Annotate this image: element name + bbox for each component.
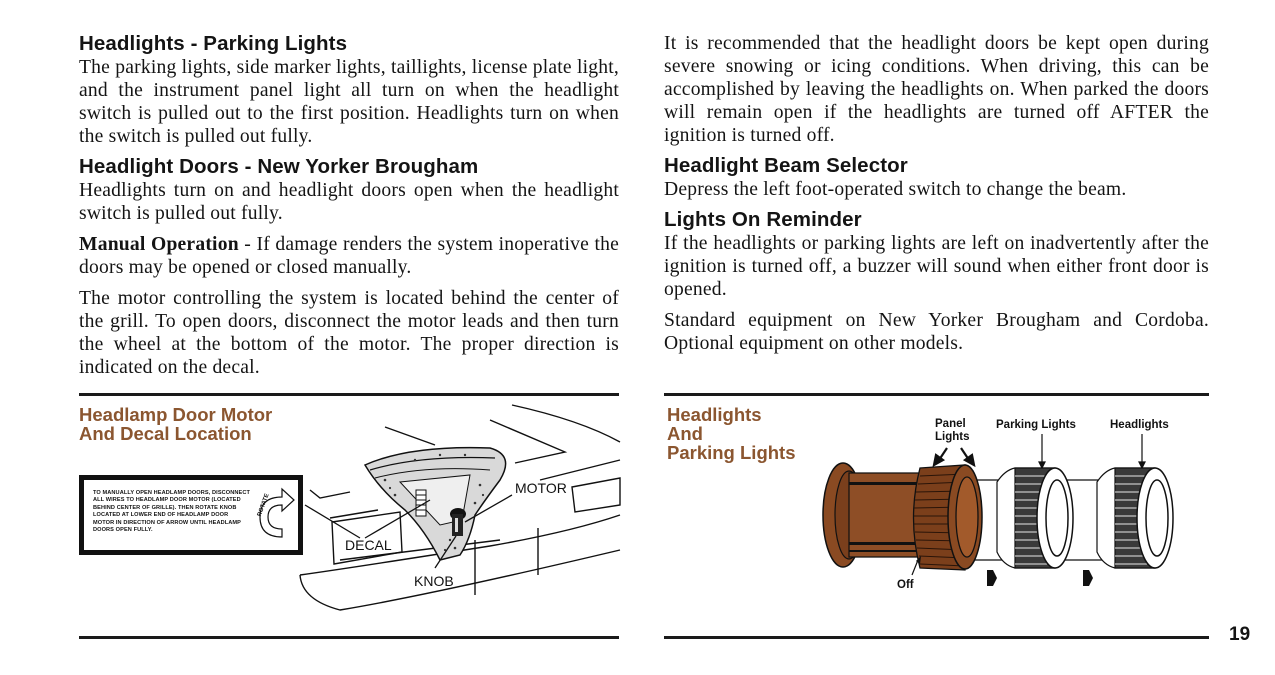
headlight-switch-illustration: Panel Lights Parking Lights Headlights xyxy=(822,418,1174,591)
paragraph-beam-selector: Depress the left foot-operated switch to… xyxy=(664,179,1127,200)
section-heading-lights-on-reminder: Lights On Reminder xyxy=(664,208,862,231)
section-heading-beam-selector: Headlight Beam Selector xyxy=(664,154,908,177)
callout-parking-lights: Parking Lights xyxy=(996,419,1076,431)
rotate-arrow-icon: ROTATE xyxy=(257,487,295,538)
pull-arrow-icon xyxy=(987,570,997,586)
figure-title-line: Headlights xyxy=(667,404,762,425)
page-number: 19 xyxy=(1229,624,1251,645)
paragraph-headlight-doors: Headlights turn on and headlight doors o… xyxy=(79,180,619,224)
paragraph-motor: The motor controlling the system is loca… xyxy=(79,288,619,378)
callout-motor: MOTOR xyxy=(515,480,567,496)
callout-panel-lights-line2: Lights xyxy=(935,431,970,443)
figure-title-line: And Decal Location xyxy=(79,423,252,444)
divider-right-bottom xyxy=(664,636,1209,639)
figure-title-headlamp-door-motor: Headlamp Door Motor And Decal Location xyxy=(79,405,272,443)
figure-title-line: And xyxy=(667,423,703,444)
section-heading-headlight-doors: Headlight Doors - New Yorker Brougham xyxy=(79,155,479,178)
divider-left-top xyxy=(79,393,619,396)
section-heading-headlights-parking: Headlights - Parking Lights xyxy=(79,32,348,55)
figure-title-line: Parking Lights xyxy=(667,442,796,463)
decal-callout-box: To manually open headlamp doors, disconn… xyxy=(79,475,303,555)
paragraph-lights-on-reminder: If the headlights or parking lights are … xyxy=(664,233,1209,300)
callout-panel-lights-line1: Panel xyxy=(935,418,966,430)
right-column: It is recommended that the headlight doo… xyxy=(664,32,1209,355)
figure-title-line: Headlamp Door Motor xyxy=(79,404,273,425)
figure-title-headlights-parking-lights: Headlights And Parking Lights xyxy=(667,405,796,462)
paragraph-manual-operation: Manual Operation - If damage renders the… xyxy=(79,233,619,279)
callout-off: Off xyxy=(897,579,914,591)
manual-operation-label: Manual Operation xyxy=(79,234,239,255)
paragraph-headlight-doors-open: It is recommended that the headlight doo… xyxy=(664,33,1209,146)
divider-left-bottom xyxy=(79,636,619,639)
manual-operation-text: - If damage renders the system inoperati… xyxy=(79,234,619,278)
divider-right-top xyxy=(664,393,1209,396)
decal-instruction-text: To manually open headlamp doors, disconn… xyxy=(93,490,251,534)
callout-knob: KNOB xyxy=(414,573,454,589)
left-column: Headlights - Parking Lights The parking … xyxy=(79,32,619,379)
callout-headlights: Headlights xyxy=(1110,419,1169,431)
paragraph-standard-equipment: Standard equipment on New Yorker Brougha… xyxy=(664,310,1209,354)
callout-decal: DECAL xyxy=(345,537,392,553)
pull-arrow-icon xyxy=(1083,570,1093,586)
headlamp-door-motor-illustration: MOTOR DECAL KNOB xyxy=(299,404,621,611)
paragraph-parking-lights: The parking lights, side marker lights, … xyxy=(79,57,619,147)
